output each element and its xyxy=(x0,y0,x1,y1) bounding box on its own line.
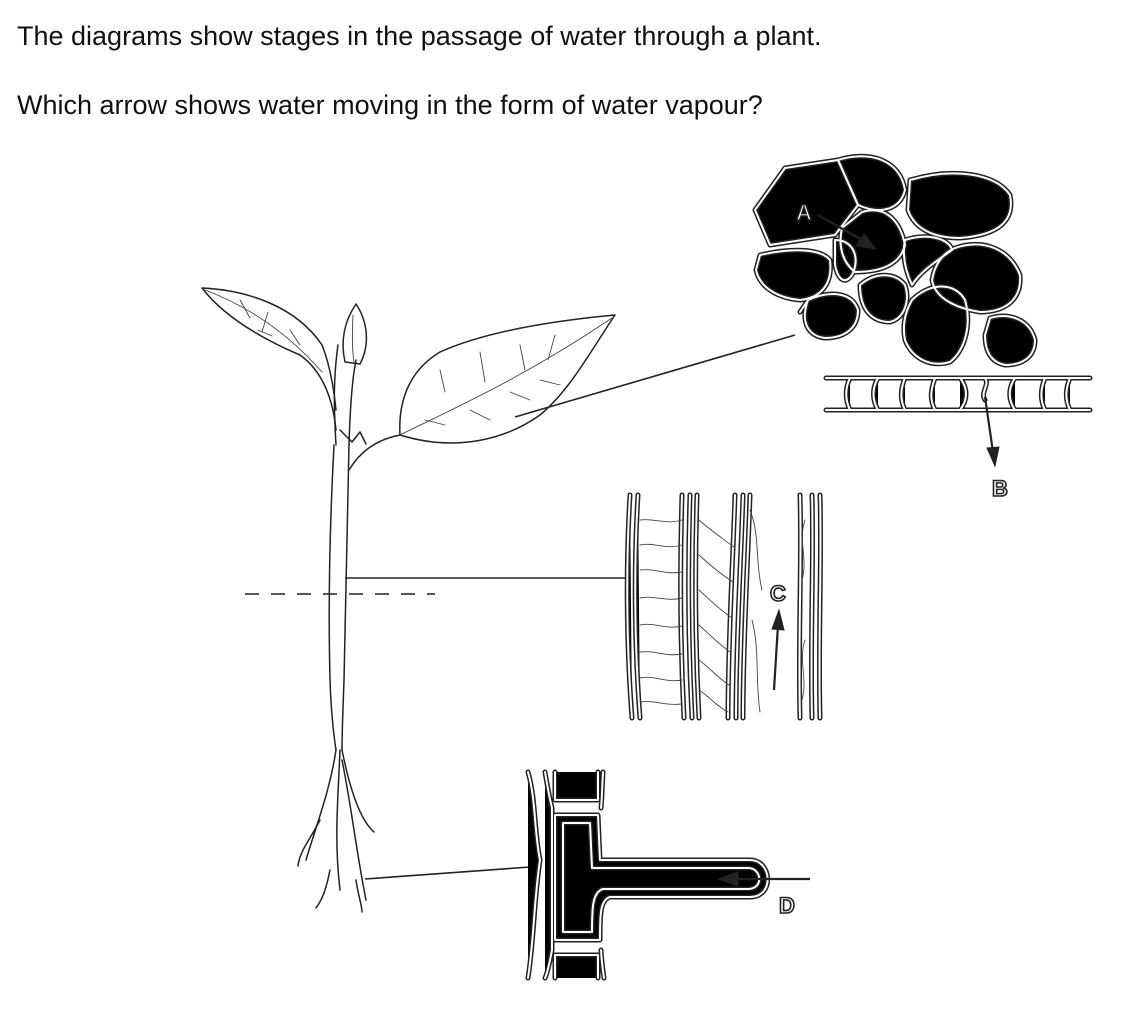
xylem-enlargement xyxy=(627,495,820,718)
arrow-a xyxy=(817,214,878,250)
question-text-line-2: Which arrow shows water moving in the fo… xyxy=(17,90,763,120)
leaf-leader-line xyxy=(514,334,796,418)
root-leader-line xyxy=(364,866,531,880)
label-a: A xyxy=(796,200,812,225)
arrow-b xyxy=(983,396,1000,468)
arrow-c xyxy=(771,608,785,691)
plant-drawing xyxy=(201,287,616,913)
label-d: D xyxy=(779,893,795,918)
question-text-line-1: The diagrams show stages in the passage … xyxy=(17,21,822,51)
label-c: C xyxy=(770,581,786,606)
arrow-d xyxy=(716,871,810,887)
label-b: B xyxy=(992,476,1008,501)
root-hair-enlargement xyxy=(528,772,768,978)
leaf-cells-enlargement xyxy=(755,156,1090,410)
